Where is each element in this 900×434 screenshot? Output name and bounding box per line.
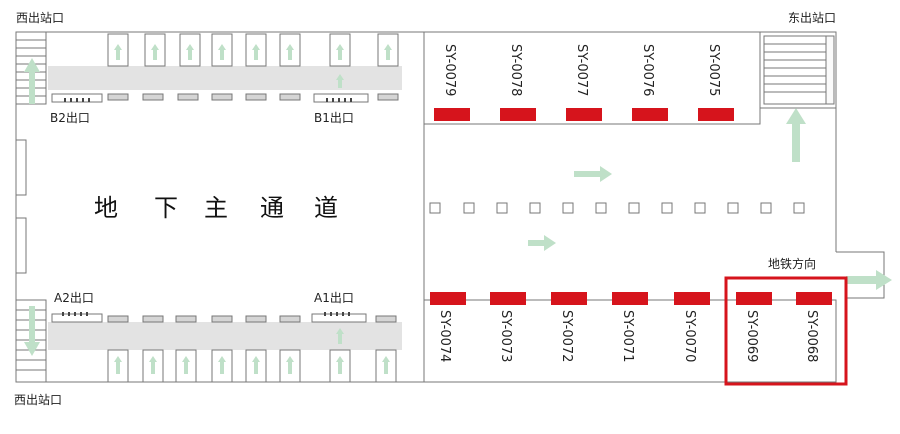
west-exit-top-label: 西出站口 [16,11,64,25]
arrow-right-upper [574,166,612,182]
shop-markers-bottom [430,292,832,305]
b2-exit-label: B2出口 [50,111,90,125]
main-passage-char: 通 [260,194,284,222]
main-passage-char: 道 [314,194,338,222]
east-exit-label: 东出站口 [788,11,836,25]
arrow-up-east [786,108,806,162]
shop-label: SY-0074 [437,310,452,362]
shop-label: SY-0076 [640,44,655,96]
arrow-right-lower [528,235,556,251]
shop-label: SY-0069 [744,310,759,362]
shop-markers-top [434,108,734,121]
shop-label: SY-0068 [804,310,819,362]
shop-label: SY-0078 [508,44,523,96]
west-exit-bottom-label: 西出站口 [14,393,62,407]
main-passage-title: 地 下 主 通 道 [94,194,338,222]
a2-exit-label: A2出口 [54,291,94,305]
direction-arrows [24,44,892,374]
left-wall-doors [15,139,27,274]
shop-label: SY-0071 [620,310,635,362]
main-passage-char: 下 [154,194,178,222]
shop-label: SY-0077 [574,44,589,96]
highlight-box [724,276,848,386]
main-passage-char: 地 [94,194,118,222]
bottom-gate-area [48,312,402,383]
shop-labels-bottom: SY-0074 SY-0073 SY-0072 SY-0071 SY-0070 … [437,310,819,362]
arrow-up-west-top [24,58,40,104]
shop-label: SY-0070 [682,310,697,362]
a1-exit-label: A1出口 [314,291,354,305]
passage-pillars [429,202,805,214]
main-passage-char: 主 [204,194,228,222]
shop-label: SY-0072 [559,310,574,362]
metro-direction-label: 地铁方向 [768,256,816,271]
shop-labels-top: SY-0079 SY-0078 SY-0077 SY-0076 SY-0075 [442,44,721,96]
shop-label: SY-0079 [442,44,457,96]
top-gate-area [48,33,402,103]
east-exit-stairs [763,35,835,105]
shop-label: SY-0073 [498,310,513,362]
arrow-down-west-bottom [24,306,40,356]
arrow-right-metro [846,270,892,290]
shop-label: SY-0075 [706,44,721,96]
b1-exit-label: B1出口 [314,111,354,125]
